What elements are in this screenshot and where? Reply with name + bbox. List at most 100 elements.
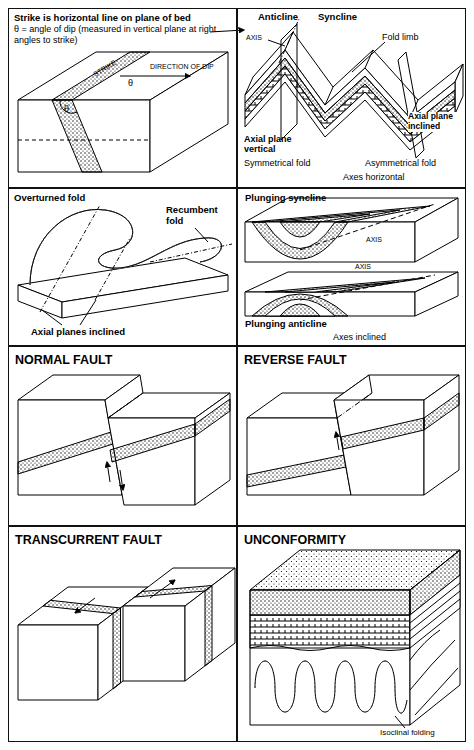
figure-label: Plunging anticline — [245, 319, 375, 330]
reverse-fault-block-part — [424, 393, 459, 430]
overturned-fold-block-part — [62, 275, 228, 318]
fold-block-part — [398, 52, 424, 158]
overturned-fold-block-part — [195, 228, 208, 242]
unconformity-block-part — [250, 590, 410, 615]
unconformity-block-part — [255, 661, 407, 713]
fold-block-part — [455, 64, 463, 114]
plunging-fold-blocks-part — [245, 292, 415, 316]
panel-note: θ = angle of dip (measured in vertical p… — [14, 24, 224, 45]
normal-fault-block-part — [108, 393, 143, 418]
reverse-fault-block-part — [337, 393, 372, 418]
diagram-panel: NORMAL FAULT — [8, 346, 237, 526]
normal-fault-block-part — [195, 399, 230, 436]
plunging-fold-blocks — [245, 198, 458, 316]
transcurrent-fault-block-part — [150, 580, 175, 598]
overturned-fold-block-part — [150, 244, 232, 262]
diagram-panel: REVERSE FAULT — [237, 346, 466, 526]
plunging-fold-blocks-part — [252, 294, 348, 316]
figure-label: Syncline — [318, 12, 376, 23]
reverse-fault-block-part — [341, 418, 424, 449]
transcurrent-fault-block-part — [135, 586, 212, 598]
overturned-fold-block-part — [42, 310, 62, 325]
normal-fault-block-part — [110, 424, 195, 462]
panel-heading: Axial planes inclined — [31, 326, 171, 337]
overturned-fold-block-part — [30, 209, 221, 285]
panel-heading: TRANSCURRENT FAULT — [15, 533, 230, 548]
unconformity-block-part — [410, 591, 460, 631]
plunging-fold-blocks-part — [265, 278, 425, 292]
plunging-fold-blocks-part — [300, 204, 435, 250]
overturned-fold-block-part — [30, 209, 221, 285]
figure-label: Fold limb — [382, 32, 452, 42]
diagram-panel: Strike is horizontal line on plane of be… — [8, 8, 237, 188]
figure-label: DIRECTION OF DIP — [150, 63, 230, 71]
unconformity-block-part — [250, 590, 410, 725]
figure-label: AXIS — [355, 263, 387, 271]
unconformity-block-part — [395, 716, 405, 728]
plunging-fold-blocks-part — [252, 222, 348, 259]
unconformity-block-part — [410, 583, 460, 623]
unconformity-block-part — [250, 646, 410, 651]
normal-fault-block-part — [120, 470, 123, 490]
plunging-fold-blocks-part — [280, 304, 320, 316]
transcurrent-fault-block-part — [205, 586, 212, 667]
panel-heading: UNCONFORMITY — [244, 533, 459, 548]
transcurrent-fault-block-part — [185, 568, 235, 681]
strike-dip-block-part — [18, 140, 150, 141]
strike-dip-block-part — [52, 100, 102, 172]
figure-label: Overturned fold — [14, 193, 134, 204]
overturned-fold-block-part — [40, 205, 100, 312]
plunging-fold-blocks-part — [252, 206, 430, 222]
normal-fault-block-part — [108, 418, 195, 505]
figure-label: Symmetrical fold — [244, 158, 344, 168]
diagram-panel: TRANSCURRENT FAULT — [8, 526, 237, 742]
figure-label: AXIS — [246, 34, 276, 42]
figure-label: Axial plane vertical — [244, 134, 308, 155]
panel-heading: Strike is horizontal line on plane of be… — [14, 12, 232, 23]
overturned-fold-block-part — [80, 300, 96, 325]
normal-fault-block-part — [18, 400, 122, 495]
reverse-fault-block-part — [424, 375, 459, 495]
panel-heading: REVERSE FAULT — [244, 353, 459, 368]
panel-heading: Axes horizontal — [343, 172, 458, 183]
figure-label: Asymmetrical fold — [365, 158, 463, 168]
overturned-fold-block-part — [30, 209, 221, 285]
plunging-fold-blocks-part — [280, 214, 370, 222]
figure-label: θ — [64, 104, 78, 114]
unconformity-block-part — [250, 615, 410, 648]
unconformity-block-part — [410, 630, 458, 715]
unconformity-block — [250, 550, 460, 728]
plunging-fold-blocks-part — [265, 222, 335, 249]
fold-block-part — [279, 19, 299, 63]
normal-fault-block — [18, 375, 230, 505]
overturned-fold-block-part — [18, 285, 62, 318]
overturned-fold-block-part — [30, 209, 221, 285]
figure-label: AXIS — [366, 236, 398, 244]
panel-heading: NORMAL FAULT — [15, 353, 230, 368]
plunging-fold-blocks-part — [300, 275, 435, 300]
figure-label: Recumbent fold — [166, 205, 232, 227]
figure-label: Anticline — [258, 12, 316, 23]
plunging-fold-blocks-part — [285, 282, 395, 292]
strike-dip-block-part — [18, 100, 150, 172]
unconformity-block-part — [410, 550, 460, 725]
unconformity-block-part — [410, 575, 460, 648]
reverse-fault-block-part — [334, 400, 424, 495]
plunging-fold-blocks-part — [265, 299, 335, 316]
reverse-fault-block-part — [247, 418, 351, 495]
reverse-fault-block-part — [247, 455, 346, 487]
normal-fault-block-part — [107, 462, 110, 482]
plunging-fold-blocks-part — [280, 222, 320, 237]
transcurrent-fault-block-part — [123, 606, 185, 681]
transcurrent-fault-block-part — [113, 608, 121, 689]
transcurrent-fault-block-part — [75, 598, 95, 613]
overturned-fold-block — [18, 205, 232, 325]
overturned-fold-block-part — [95, 238, 130, 300]
strike-dip-block-part — [120, 76, 190, 77]
figure-label: θ — [128, 78, 142, 88]
diagram-panel: UNCONFORMITY — [237, 526, 466, 742]
figure-label: Axial plane inclined — [408, 112, 464, 132]
plunging-fold-blocks-part — [245, 222, 415, 262]
transcurrent-fault-block — [18, 568, 235, 700]
